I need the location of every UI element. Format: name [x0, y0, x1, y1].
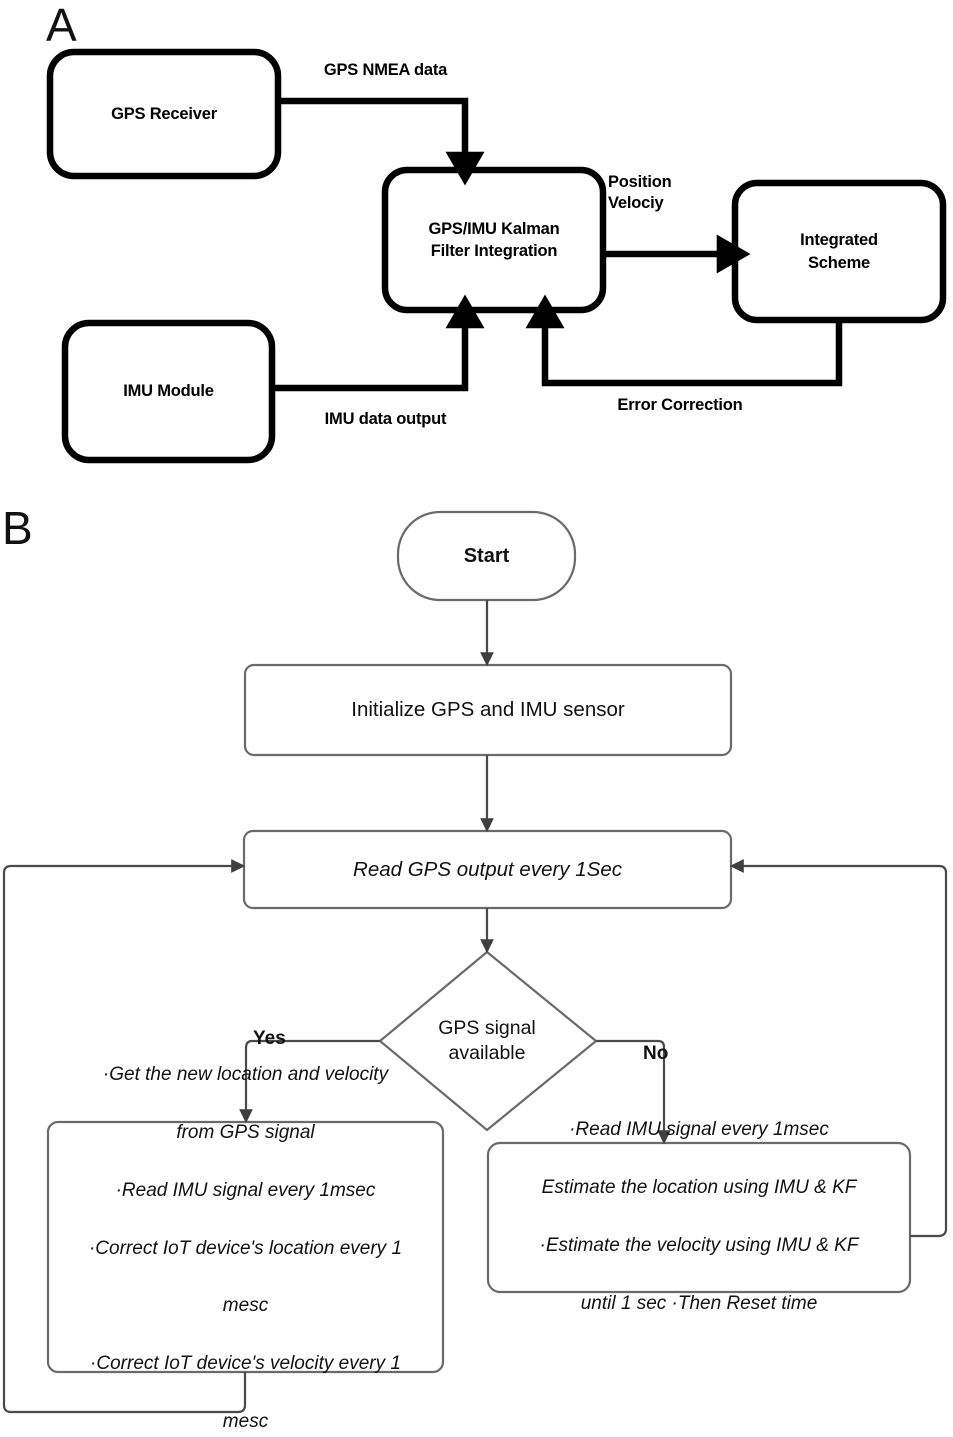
node-start: Start [398, 512, 575, 600]
node-imu-module: IMU Module [65, 323, 272, 460]
node-yes-actions-text: ·Get the new location and velocity from … [48, 1061, 443, 1436]
node-initialize: Initialize GPS and IMU sensor [245, 665, 731, 755]
edge-label-gps-nmea-data: GPS NMEA data [323, 61, 448, 79]
edge-label-error-correction: Error Correction [617, 396, 743, 414]
node-decision-line1: GPS signal [438, 1016, 536, 1039]
node-integrated-line1: Integrated [800, 231, 878, 250]
node-read-gps-label: Read GPS output every 1Sec [353, 857, 622, 881]
node-no-actions-text: ·Read IMU signal every 1msec Estimate th… [488, 1116, 910, 1318]
node-gps-receiver-label: GPS Receiver [111, 104, 217, 123]
shape-no-box [486, 1141, 912, 1294]
yes-line-3: ·Correct IoT device's location every 1 [88, 1237, 403, 1259]
node-initialize-label: Initialize GPS and IMU sensor [351, 698, 625, 721]
edge-label-imu-data-output: IMU data output [324, 410, 447, 428]
no-line-0: ·Read IMU signal every 1msec [569, 1119, 829, 1141]
yes-line-2: ·Read IMU signal every 1msec [115, 1179, 376, 1201]
no-line-2: ·Estimate the velocity using IMU & KF [539, 1234, 859, 1256]
node-decision-line2: available [448, 1042, 526, 1064]
node-no-actions: ·Read IMU signal every 1msec Estimate th… [488, 1119, 910, 1313]
node-start-label: Start [463, 544, 510, 567]
panel-b-label: B [2, 502, 33, 554]
shape-decision [378, 950, 598, 1132]
node-kalman-line1: GPS/IMU Kalman [428, 219, 560, 238]
node-integrated-scheme: Integrated Scheme [735, 183, 943, 320]
yes-line-1: from GPS signal [176, 1122, 315, 1144]
yes-line-6: mesc [222, 1410, 269, 1432]
no-line-1: Estimate the location using IMU & KF [541, 1177, 857, 1199]
node-imu-module-label: IMU Module [123, 382, 214, 401]
panel-a-label: A [46, 0, 77, 51]
yes-line-4: mesc [222, 1295, 269, 1317]
node-kalman-line2: Filter Integration [430, 242, 558, 260]
edge-label-yes: Yes [253, 1028, 286, 1049]
node-yes-actions: ·Get the new location and velocity from … [48, 1064, 443, 1432]
edge-label-position-velocity: Position Velociy [608, 172, 728, 213]
node-integrated-line2: Scheme [807, 253, 871, 272]
edge-label-position: Position [608, 173, 672, 191]
node-gps-receiver: GPS Receiver [50, 52, 278, 176]
node-decision-gps-signal: GPS signal available [397, 952, 577, 1130]
node-kalman-filter: GPS/IMU Kalman Filter Integration [385, 170, 603, 310]
edge-label-no: No [643, 1043, 669, 1064]
node-read-gps: Read GPS output every 1Sec [244, 831, 731, 908]
no-line-3: until 1 sec ·Then Reset time [580, 1292, 818, 1314]
edge-label-velocity: Velociy [608, 193, 664, 212]
yes-line-0: ·Get the new location and velocity [102, 1064, 389, 1086]
yes-line-5: ·Correct IoT device's velocity every 1 [90, 1353, 401, 1375]
